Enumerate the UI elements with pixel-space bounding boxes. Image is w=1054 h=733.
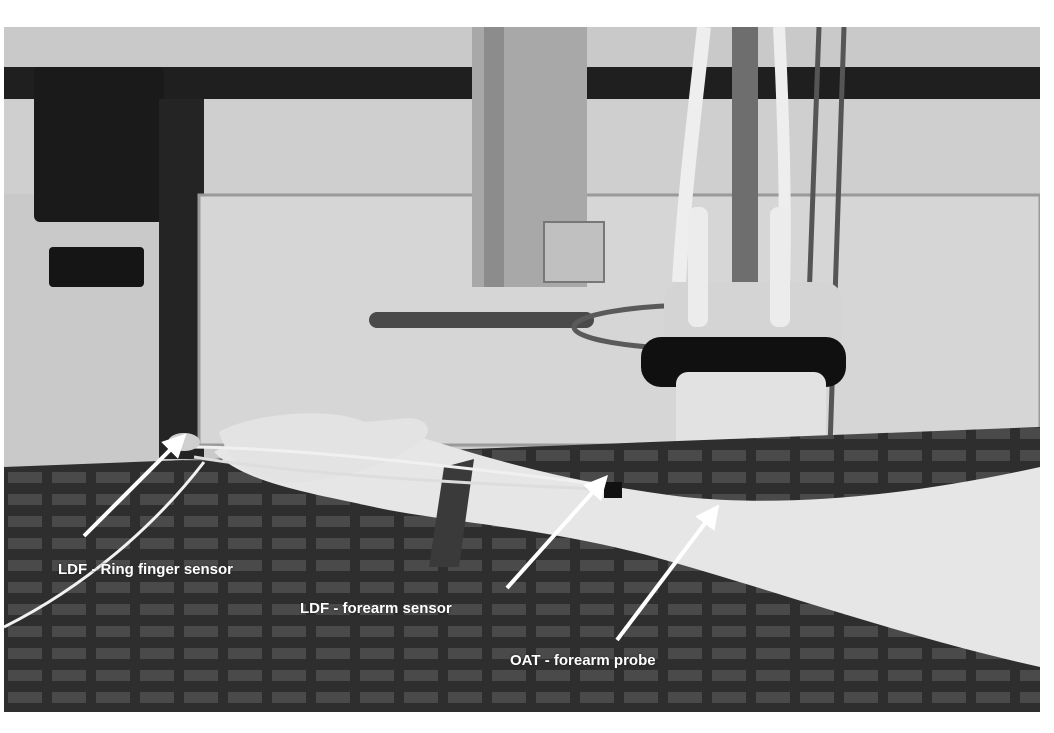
scene-illustration [4, 27, 1040, 712]
arrow-ring-finger-sensor [82, 433, 187, 538]
arrow-forearm-sensor [505, 475, 608, 590]
arrow-forearm-probe [615, 504, 720, 642]
label-ldf-ring-finger-sensor: LDF - Ring finger sensor [58, 561, 234, 578]
photograph: LDF - Ring finger sensor LDF - forearm s… [4, 27, 1040, 712]
label-oat-forearm-probe: OAT - forearm probe [510, 652, 656, 669]
label-ldf-forearm-sensor: LDF - forearm sensor [300, 600, 452, 617]
